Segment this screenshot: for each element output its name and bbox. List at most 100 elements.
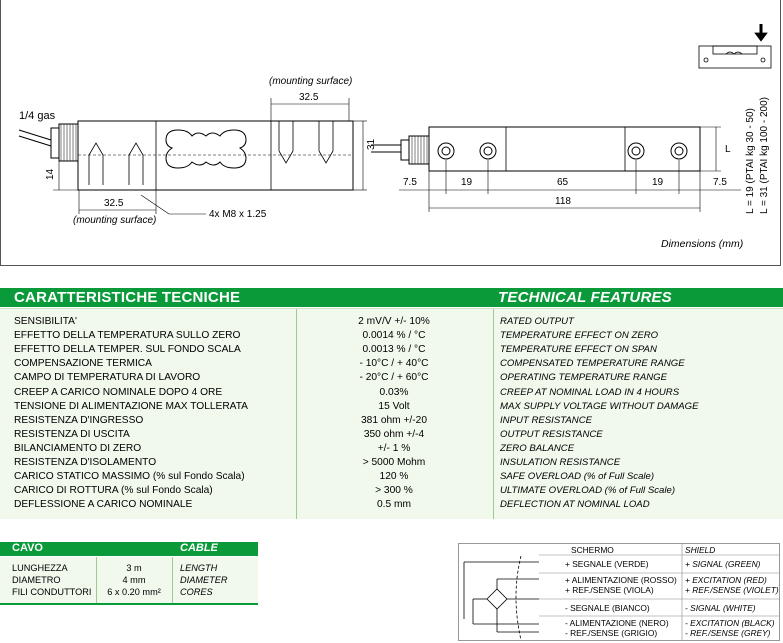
wiring-diagram: SCHERMO SHIELD + SEGNALE (VERDE)+ SIGNAL… xyxy=(458,543,780,641)
spec-name-en: CREEP AT NOMINAL LOAD IN 4 HOURS xyxy=(500,386,680,398)
technical-drawing: 1/4 gas (mounting surface) 32.5 32.5 (mo… xyxy=(0,0,781,266)
banner-title-it: CARATTERISTICHE TECNICHE xyxy=(14,289,241,306)
spec-name-en: TEMPERATURE EFFECT ON SPAN xyxy=(500,344,657,356)
spec-name-it: RESISTENZA D'INGRESSO xyxy=(14,414,144,426)
cable-row-name-it: DIAMETRO xyxy=(12,575,61,585)
column-divider xyxy=(96,557,97,603)
cable-row-value: 6 x 0.20 mm² xyxy=(107,587,161,597)
wiring-label-en: - SIGNAL (WHITE) xyxy=(685,603,756,613)
bridge-circuit-svg xyxy=(463,555,539,640)
wiring-label-it: - REF./SENSE (GRIGIO) xyxy=(565,628,658,638)
spec-name-en: RATED OUTPUT xyxy=(500,316,574,327)
dim-65: 65 xyxy=(557,177,569,188)
spec-value: 350 ohm +/-4 xyxy=(363,428,425,440)
spec-row: TENSIONE DI ALIMENTAZIONE MAX TOLLERATA 1… xyxy=(0,401,783,415)
spec-value: > 300 % xyxy=(375,485,413,497)
wiring-label-en: + EXCITATION (RED) xyxy=(685,575,767,585)
spec-name-en: TEMPERATURE EFFECT ON ZERO xyxy=(500,330,659,342)
dim-14: 14 xyxy=(45,168,56,180)
spec-value: 0.03% xyxy=(379,386,409,398)
dim-19-right: 19 xyxy=(652,177,664,188)
spec-name-en: COMPENSATED TEMPERATURE RANGE xyxy=(500,358,685,370)
spec-value: 0.0013 % / °C xyxy=(362,344,426,356)
wiring-label-it: + SEGNALE (VERDE) xyxy=(565,559,649,569)
L-note-1: L = 19 (PTAI kg 30 - 50) xyxy=(745,108,756,214)
top-view xyxy=(371,126,741,212)
cable-title-en: CABLE xyxy=(180,542,218,554)
banner-title-en: TECHNICAL FEATURES xyxy=(498,289,672,306)
wiring-label-it: - ALIMENTAZIONE (NERO) xyxy=(565,618,669,628)
wiring-label-en: - REF./SENSE (GREY) xyxy=(685,628,771,638)
spec-value: 381 ohm +/-20 xyxy=(361,414,427,426)
spec-name-en: SAFE OVERLOAD (% of Full Scale) xyxy=(500,471,655,483)
load-direction-icon xyxy=(698,24,772,69)
side-view xyxy=(18,98,367,215)
cable-row-value: 4 mm xyxy=(122,575,146,585)
mounting-surface-bottom-label: (mounting surface) xyxy=(73,215,157,226)
spec-name-it: EFFETTO DELLA TEMPERATURA SULLO ZERO xyxy=(14,330,241,342)
cable-row-name-it: FILI CONDUTTORI xyxy=(12,587,92,597)
spec-name-en: OUTPUT RESISTANCE xyxy=(500,428,603,440)
spec-value: 0.0014 % / °C xyxy=(362,330,426,342)
dim-19-left: 19 xyxy=(461,177,473,188)
spec-name-en: INSULATION RESISTANCE xyxy=(500,457,621,468)
spec-name-it: SENSIBILITA' xyxy=(14,316,77,327)
dim-32-5-top: 32.5 xyxy=(299,92,319,103)
cable-header: CAVO CABLE xyxy=(0,542,258,556)
wiring-label-it: + REF./SENSE (VIOLA) xyxy=(565,585,654,595)
spec-row: CARICO DI ROTTURA (% sul Fondo Scala) > 3… xyxy=(0,485,783,499)
spec-row: CAMPO DI TEMPERATURA DI LAVORO - 20°C / +… xyxy=(0,372,783,386)
spec-value: - 20°C / + 60°C xyxy=(359,372,429,384)
mounting-surface-top-label: (mounting surface) xyxy=(269,76,353,87)
spec-value: 15 Volt xyxy=(378,400,410,412)
spec-name-it: DEFLESSIONE A CARICO NOMINALE xyxy=(14,499,193,511)
dim-7-5-left: 7.5 xyxy=(403,177,417,188)
spec-name-en: INPUT RESISTANCE xyxy=(500,414,593,426)
spec-value: 0.5 mm xyxy=(377,499,411,511)
wiring-table: SCHERMO SHIELD + SEGNALE (VERDE)+ SIGNAL… xyxy=(539,544,779,640)
spec-name-it: CARICO DI ROTTURA (% sul Fondo Scala) xyxy=(14,485,213,497)
spec-row: CARICO STATICO MASSIMO (% sul Fondo Scal… xyxy=(0,471,783,485)
dim-7-5-right: 7.5 xyxy=(713,177,727,188)
cable-row-name-it: LUNGHEZZA xyxy=(12,563,68,573)
spec-name-it: CAMPO DI TEMPERATURA DI LAVORO xyxy=(14,372,201,384)
cable-title-it: CAVO xyxy=(12,542,43,554)
dim-31: 31 xyxy=(366,138,377,150)
spec-name-en: MAX SUPPLY VOLTAGE WITHOUT DAMAGE xyxy=(500,400,699,412)
L-note-2: L = 31 (PTAI kg 100 - 200) xyxy=(759,96,770,214)
wiring-label-it: + ALIMENTAZIONE (ROSSO) xyxy=(565,575,677,585)
cable-row-name-en: DIAMETER xyxy=(180,575,228,585)
spec-name-it: RESISTENZA DI USCITA xyxy=(14,428,130,440)
wiring-label-en: + SIGNAL (GREEN) xyxy=(685,559,761,569)
spec-value: +/- 1 % xyxy=(377,442,411,454)
spec-name-it: BILANCIAMENTO DI ZERO xyxy=(14,442,142,454)
spec-value: - 10°C / + 40°C xyxy=(359,358,429,370)
thread-label: 4x M8 x 1.25 xyxy=(209,209,267,220)
spec-row: SENSIBILITA' 2 mV/V +/- 10% RATED OUTPUT xyxy=(0,316,783,330)
spec-name-en: OPERATING TEMPERATURE RANGE xyxy=(500,372,668,384)
column-divider xyxy=(172,557,173,603)
spec-row: RESISTENZA D'INGRESSO 381 ohm +/-20 INPUT … xyxy=(0,415,783,429)
spec-row: RESISTENZA DI USCITA 350 ohm +/-4 OUTPUT R… xyxy=(0,429,783,443)
spec-value: > 5000 Mohm xyxy=(362,457,426,468)
column-divider xyxy=(296,309,297,519)
wiring-header-en: SHIELD xyxy=(685,545,716,555)
spec-name-it: TENSIONE DI ALIMENTAZIONE MAX TOLLERATA xyxy=(14,400,248,412)
dim-32-5-bottom: 32.5 xyxy=(104,198,124,209)
cable-row-name-en: CORES xyxy=(180,587,213,597)
spec-value: 120 % xyxy=(379,471,409,483)
section-banner: CARATTERISTICHE TECNICHE TECHNICAL FEATU… xyxy=(0,288,783,307)
spec-value: 2 mV/V +/- 10% xyxy=(358,316,430,327)
load-cell-drawing-svg xyxy=(18,24,772,215)
spec-name-en: DEFLECTION AT NOMINAL LOAD xyxy=(500,499,650,511)
spec-row: DEFLESSIONE A CARICO NOMINALE 0.5 mm DEFLE… xyxy=(0,499,783,513)
cable-row-name-en: LENGTH xyxy=(180,563,218,573)
dim-L: L xyxy=(725,144,731,155)
spec-name-en: ULTIMATE OVERLOAD (% of Full Scale) xyxy=(500,485,676,497)
wiring-label-en: - EXCITATION (BLACK) xyxy=(685,618,775,628)
